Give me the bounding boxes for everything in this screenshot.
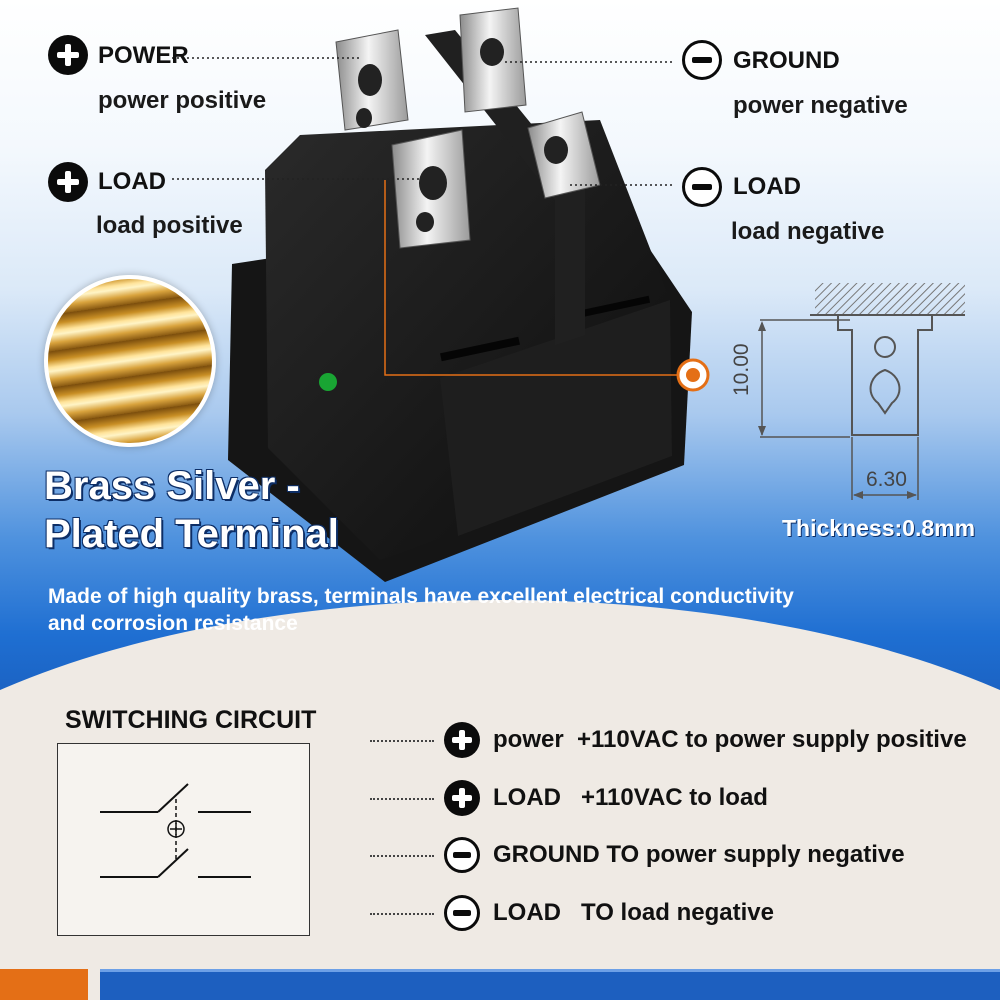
plus-circle-icon bbox=[48, 35, 88, 75]
legend-text: power +110VAC to power supply positive bbox=[493, 726, 967, 753]
legend-text: LOAD TO load negative bbox=[493, 899, 774, 926]
terminal-load-pos bbox=[391, 129, 471, 249]
slot bbox=[440, 336, 520, 362]
load-positive-label: LOAD bbox=[98, 168, 166, 195]
switch-face bbox=[440, 300, 672, 536]
terminal-dimension-drawing bbox=[758, 283, 965, 500]
minus-circle-icon bbox=[682, 40, 722, 80]
legend-text: LOAD +110VAC to load bbox=[493, 784, 768, 811]
terminal-power bbox=[335, 29, 409, 131]
load-negative-label: LOAD bbox=[733, 173, 801, 200]
switch-schematic bbox=[100, 783, 251, 878]
target-icon bbox=[676, 358, 710, 392]
terminal-ground bbox=[459, 7, 527, 113]
load-positive-sublabel: load positive bbox=[96, 212, 243, 239]
brass-terminal-closeup bbox=[44, 275, 216, 447]
feature-title-line1: Brass Silver - bbox=[44, 464, 300, 508]
power-label: POWER bbox=[98, 42, 189, 69]
plus-circle-icon bbox=[444, 780, 480, 816]
feature-description-line2: and corrosion resistance bbox=[48, 612, 298, 635]
ground-sublabel: power negative bbox=[733, 92, 908, 119]
circuit-diagram bbox=[57, 743, 310, 936]
dimension-height-label: 10.00 bbox=[730, 343, 753, 396]
rocker-switch-illustration bbox=[172, 7, 710, 582]
plus-circle-icon bbox=[48, 162, 88, 202]
load-negative-sublabel: load negative bbox=[731, 218, 885, 245]
circuit-title: SWITCHING CIRCUIT bbox=[65, 706, 317, 734]
legend-text: GROUND TO power supply negative bbox=[493, 841, 905, 868]
feature-title-line2: Plated Terminal bbox=[44, 512, 339, 556]
minus-circle-icon bbox=[444, 837, 480, 873]
ground-label: GROUND bbox=[733, 47, 840, 74]
thickness-label: Thickness:0.8mm bbox=[782, 515, 976, 541]
power-sublabel: power positive bbox=[98, 87, 267, 114]
minus-circle-icon bbox=[682, 167, 722, 207]
dimension-width-label: 6.30 bbox=[866, 468, 907, 491]
plus-circle-icon bbox=[444, 722, 480, 758]
slot bbox=[580, 295, 651, 318]
green-led bbox=[319, 373, 337, 391]
feature-description-line1: Made of high quality brass, terminals ha… bbox=[48, 585, 794, 608]
footer-accent-orange bbox=[0, 969, 88, 1000]
terminal-load-neg bbox=[527, 111, 601, 199]
footer-accent-blue bbox=[100, 969, 1000, 1000]
dimension-pointer-line bbox=[384, 180, 688, 376]
minus-circle-icon bbox=[444, 895, 480, 931]
